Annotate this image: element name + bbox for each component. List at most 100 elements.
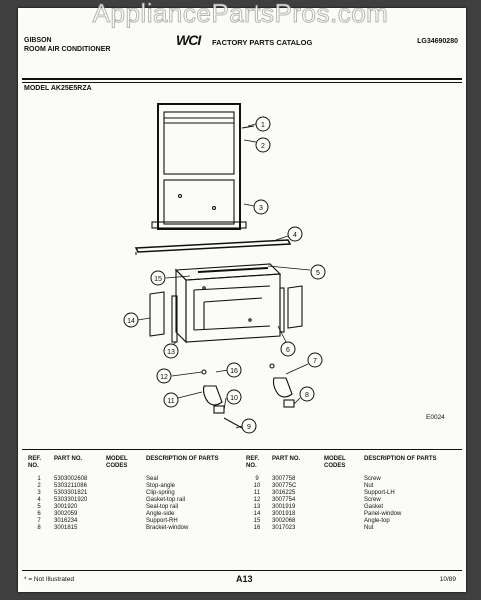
table-row: 15 3002068 Angle-top	[244, 518, 448, 525]
description-cell: Gasket	[364, 504, 384, 510]
part-number-cell: 3001920	[54, 504, 78, 510]
ref-cell: 9	[255, 476, 259, 482]
ref-cell: 15	[253, 518, 261, 524]
diagram-code: E0024	[426, 414, 445, 421]
watermark: AppliancePartsPros.com	[92, 0, 389, 29]
description-cell: Bracket-window	[146, 525, 189, 531]
model-code-cell	[322, 483, 362, 490]
model-code-cell	[104, 476, 144, 483]
description-cell: Nut	[364, 525, 374, 531]
callout-7: 7	[307, 352, 323, 368]
col-ref: REF. NO.	[28, 456, 42, 469]
table-row: 7 3016234 Support-RH	[26, 518, 230, 525]
ref-cell: 13	[253, 504, 261, 510]
callout-8: 8	[299, 386, 315, 402]
ref-cell: 11	[253, 490, 261, 496]
brand-block: GIBSON ROOM AIR CONDITIONER	[24, 36, 110, 54]
model-code-cell	[104, 483, 144, 490]
part-number-cell: 5303211086	[54, 483, 87, 489]
ref-cell: 7	[37, 518, 41, 524]
table-rule	[22, 449, 462, 450]
description-cell: Nut	[364, 483, 374, 489]
ref-cell: 8	[37, 525, 41, 531]
callout-2: 2	[255, 137, 271, 153]
description-cell: Screw	[364, 497, 381, 503]
ref-cell: 2	[37, 483, 41, 489]
svg-text:15: 15	[154, 276, 162, 283]
svg-text:10: 10	[230, 395, 238, 402]
page-number: A13	[236, 574, 253, 584]
callout-14: 14	[123, 312, 139, 328]
callout-9: 9	[241, 418, 257, 434]
part-number-cell: 5303301821	[54, 490, 88, 496]
description-cell: Clip-spring	[146, 490, 175, 496]
description-cell: Gasket-top rail	[146, 497, 186, 503]
description-cell: Angle-top	[364, 518, 390, 524]
model-code-cell	[322, 504, 362, 511]
ref-cell: 4	[37, 497, 41, 503]
model-code-cell	[322, 476, 362, 483]
callout-15: 15	[150, 270, 166, 286]
svg-text:5: 5	[316, 270, 320, 277]
col-part: PART NO.	[272, 456, 301, 462]
table-header-row: REF. NO. PART NO. MODEL CODES DESCRIPTIO…	[26, 456, 230, 470]
svg-text:14: 14	[127, 318, 135, 325]
part-number-cell: 3007758	[272, 476, 296, 482]
ref-cell: 14	[253, 511, 261, 517]
wci-logo: WCI	[176, 32, 201, 48]
product-name: ROOM AIR CONDITIONER	[24, 46, 111, 53]
model-code-cell	[322, 525, 362, 532]
col-part: PART NO.	[54, 456, 83, 462]
table-row: 13 3001919 Gasket	[244, 504, 448, 511]
svg-text:7: 7	[313, 358, 317, 365]
svg-text:4: 4	[293, 232, 297, 239]
col-model: MODEL CODES	[106, 456, 128, 469]
callout-13: 13	[163, 343, 179, 359]
svg-text:11: 11	[167, 398, 174, 405]
ref-cell: 1	[37, 476, 41, 482]
footer-rule	[22, 570, 462, 571]
part-number-cell: 5303002608	[54, 476, 88, 482]
svg-text:6: 6	[286, 347, 290, 354]
ref-cell: 3	[37, 490, 41, 496]
svg-text:12: 12	[160, 374, 168, 381]
svg-text:8: 8	[305, 392, 309, 399]
callout-4: 4	[287, 226, 303, 242]
description-cell: Angle-side	[146, 511, 175, 517]
model-code-cell	[322, 490, 362, 497]
model-code-cell	[104, 511, 144, 518]
description-cell: Support-RH	[146, 518, 178, 524]
part-number-cell: 3001918	[272, 511, 296, 517]
ref-cell: 5	[37, 504, 41, 510]
part-number-cell: 3016234	[54, 518, 78, 524]
catalog-page: GIBSON ROOM AIR CONDITIONER WCI FACTORY …	[18, 8, 466, 592]
model-code-cell	[322, 518, 362, 525]
part-number-cell: 3002068	[272, 518, 296, 524]
model-code-cell	[104, 497, 144, 504]
cabinet-drawing	[174, 263, 282, 344]
side-panels-drawing	[149, 285, 303, 343]
part-number-cell: 3016225	[272, 490, 296, 496]
part-number-cell: 3001919	[272, 504, 296, 510]
table-row: 3 5303301821 Clip-spring	[26, 490, 230, 497]
col-desc: DESCRIPTION OF PARTS	[364, 456, 437, 462]
ref-cell: 10	[253, 483, 261, 489]
col-ref: REF. NO.	[246, 456, 260, 469]
supports-drawing	[201, 363, 295, 429]
catalog-code: LG34690280	[417, 38, 458, 45]
window-panel-drawing	[151, 103, 255, 230]
svg-text:9: 9	[247, 424, 251, 431]
catalog-title: FACTORY PARTS CATALOG	[212, 38, 313, 47]
callout-10: 10	[226, 389, 242, 405]
callout-12: 12	[156, 368, 172, 384]
